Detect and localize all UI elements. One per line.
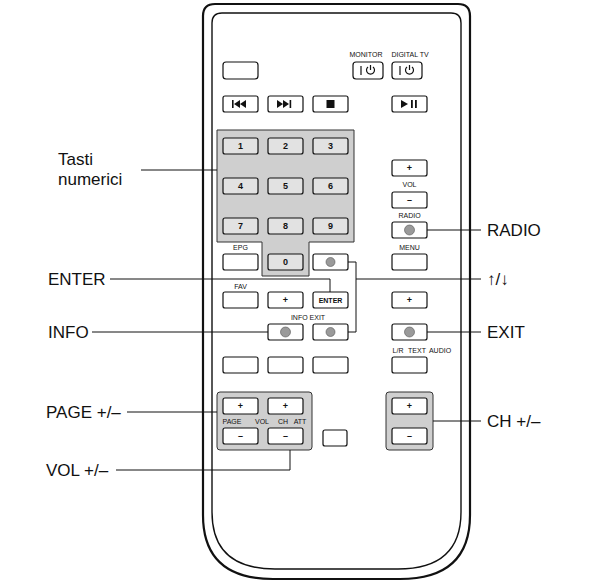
callout-label: PAGE +/– xyxy=(46,404,121,421)
key-number: 8 xyxy=(283,222,288,231)
callout-label: ENTER xyxy=(48,271,106,288)
ch-group xyxy=(386,392,433,450)
button-caption: ATT xyxy=(294,418,307,425)
button-caption: MENU xyxy=(399,244,420,251)
callout-label: INFO xyxy=(48,324,89,341)
key-number: 5 xyxy=(283,182,288,191)
key-symbol: – xyxy=(407,432,412,441)
callout-label: CH +/– xyxy=(487,413,540,430)
key-symbol: – xyxy=(238,432,243,441)
button-caption: DIGITAL TV xyxy=(391,51,428,58)
remote-body xyxy=(203,4,470,579)
callout-label: RADIO xyxy=(487,222,541,239)
leader-lines xyxy=(92,170,481,470)
key-symbol: + xyxy=(283,402,288,411)
button-caption: TEXT xyxy=(408,347,426,354)
callout-label: EXIT xyxy=(487,324,525,341)
key-number: 2 xyxy=(283,142,288,151)
buttons xyxy=(223,62,427,446)
key-number: 9 xyxy=(328,222,333,231)
button-caption: MONITOR xyxy=(350,51,383,58)
button-caption: VOL xyxy=(402,181,416,188)
power-icons xyxy=(361,65,413,75)
key-symbol: – xyxy=(407,196,412,205)
key-symbol: – xyxy=(283,432,288,441)
button-caption: INFO EXIT xyxy=(291,314,325,321)
key-symbol: + xyxy=(283,296,288,305)
key-number: 1 xyxy=(238,142,243,151)
button-caption: AUDIO xyxy=(429,347,451,354)
button-caption: L/R xyxy=(393,347,404,354)
key-symbol: + xyxy=(407,296,412,305)
callout-label: Tasti numerici xyxy=(58,150,138,189)
key-number: 4 xyxy=(238,182,243,191)
key-symbol: + xyxy=(407,402,412,411)
callout-label: ↑/↓ xyxy=(487,271,509,288)
key-number: 6 xyxy=(328,182,333,191)
key-symbol: + xyxy=(407,164,412,173)
key-caption: ENTER xyxy=(319,297,343,304)
key-number: 7 xyxy=(238,222,243,231)
button-caption: VOL xyxy=(255,418,269,425)
numeric-group xyxy=(217,130,354,276)
button-caption: PAGE xyxy=(223,418,242,425)
button-caption: EPG xyxy=(233,244,248,251)
transport-icons xyxy=(232,100,417,108)
button-caption: CH xyxy=(278,418,288,425)
key-number: 3 xyxy=(328,142,333,151)
key-number: 0 xyxy=(283,258,288,267)
callout-label: VOL +/– xyxy=(46,462,108,479)
button-caption: RADIO xyxy=(398,212,420,219)
page-vol-group xyxy=(217,392,312,450)
remote-inner-edge xyxy=(212,13,461,569)
button-dots xyxy=(281,225,415,337)
button-caption: FAV xyxy=(234,283,247,290)
key-symbol: + xyxy=(238,402,243,411)
